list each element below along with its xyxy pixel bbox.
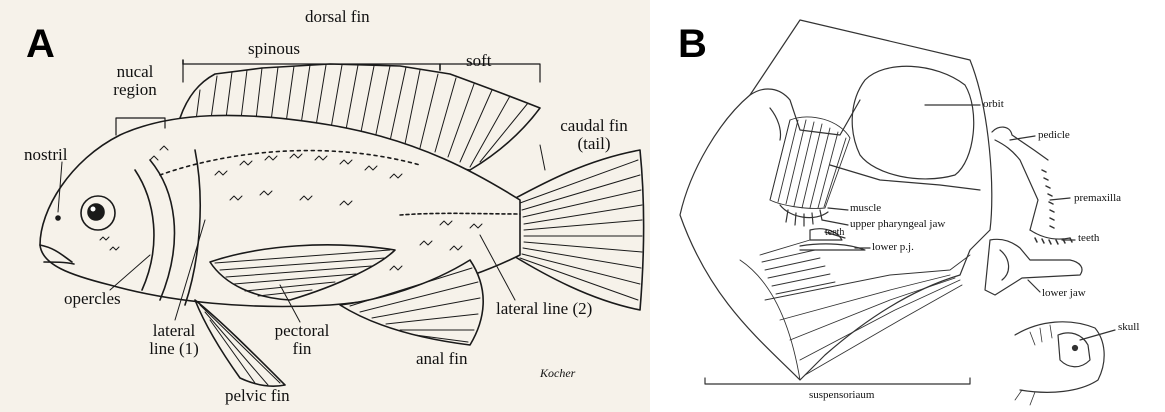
panel-a-fish-anatomy: A dorsal fin spinous soft nucal region n… [0, 0, 650, 412]
skull-drawing [650, 0, 1165, 412]
label-soft: soft [466, 52, 492, 70]
label-lower-pj: lower p.j. [872, 242, 914, 254]
label-nostril: nostril [24, 146, 67, 164]
panel-b-letter: B [678, 24, 707, 64]
artist-signature: Kocher [540, 367, 575, 380]
label-nucal: nucal [100, 63, 170, 81]
label-pelvic-fin: pelvic fin [225, 387, 290, 405]
label-teeth-right: teeth [1078, 233, 1099, 245]
label-lower-jaw: lower jaw [1042, 288, 1086, 300]
label-teeth-inner: teeth [825, 228, 844, 239]
label-anal-fin: anal fin [416, 350, 467, 368]
label-region: region [100, 81, 170, 99]
label-skull: skull [1118, 322, 1139, 334]
label-orbit: orbit [983, 99, 1004, 111]
label-spinous: spinous [248, 40, 300, 58]
label-pectoral-fin-line1: pectoral [262, 322, 342, 340]
panel-a-letter: A [26, 24, 55, 64]
label-caudal-fin: caudal fin (tail) [548, 117, 640, 153]
label-upper-pharyngeal-jaw: upper pharyngeal jaw [850, 219, 945, 231]
label-dorsal-fin: dorsal fin [305, 8, 370, 26]
label-lateral-line-1: lateral line (1) [138, 322, 210, 358]
label-caudal-fin-line2: (tail) [548, 135, 640, 153]
label-caudal-fin-line1: caudal fin [548, 117, 640, 135]
label-lateral-line-1-line2: line (1) [138, 340, 210, 358]
panel-b-jaw-anatomy: B orbit pedicle premaxilla teeth muscle … [650, 0, 1165, 412]
label-muscle: muscle [850, 203, 881, 215]
label-pectoral-fin: pectoral fin [262, 322, 342, 358]
label-opercles: opercles [64, 290, 121, 308]
label-nucal-region: nucal region [100, 63, 170, 99]
label-lateral-line-1-line1: lateral [138, 322, 210, 340]
label-pectoral-fin-line2: fin [262, 340, 342, 358]
label-premaxilla: premaxilla [1074, 193, 1121, 205]
label-lateral-line-2: lateral line (2) [496, 300, 592, 318]
label-pedicle: pedicle [1038, 130, 1070, 142]
label-suspensorium: suspensoriaum [809, 390, 874, 402]
